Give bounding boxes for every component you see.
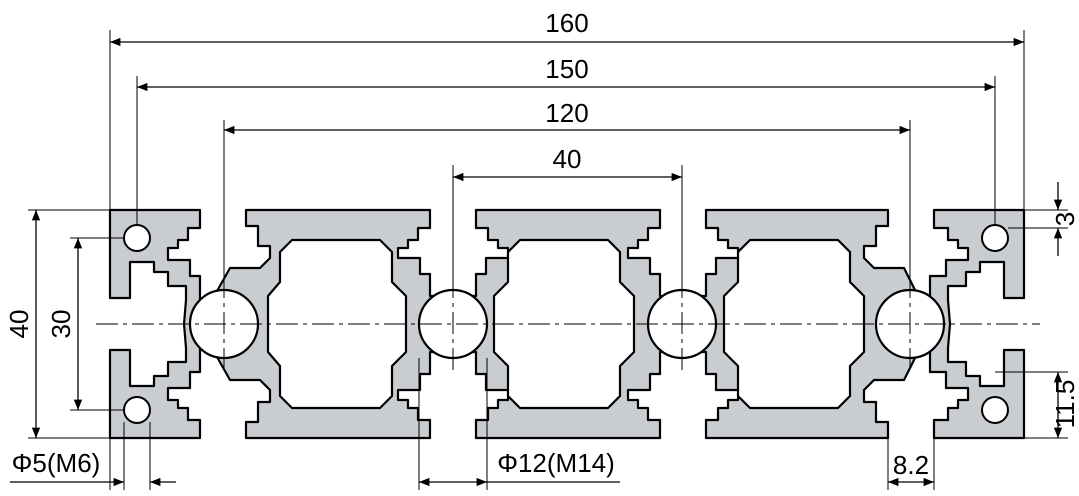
dim-label-40: 40 (553, 144, 582, 174)
corner-hole-top-left (123, 224, 151, 252)
dim-label-phi12: Φ12(M14) (497, 448, 615, 478)
dim-label-8-2: 8.2 (893, 450, 929, 480)
dim-label-30: 30 (46, 310, 76, 339)
dim-label-120: 120 (545, 98, 588, 128)
profile-outline (108, 208, 1026, 440)
dimension-lines (10, 37, 1063, 487)
corner-hole-bottom-left (123, 396, 151, 424)
dim-label-height-40: 40 (4, 310, 34, 339)
dim-label-150: 150 (545, 54, 588, 84)
dim-label-phi5: Φ5(M6) (12, 448, 101, 478)
dim-label-11-5: 11.5 (1050, 380, 1079, 429)
center-lines (96, 276, 1040, 372)
extension-lines (28, 30, 1068, 490)
dim-label-3: 3 (1050, 212, 1079, 226)
corner-hole-bottom-right (981, 396, 1009, 424)
dim-label-160: 160 (545, 8, 588, 38)
corner-hole-top-right (981, 224, 1009, 252)
dimension-labels: 160 150 120 40 40 30 3 11.5 Φ5(M6) Φ12(M… (4, 8, 1079, 480)
